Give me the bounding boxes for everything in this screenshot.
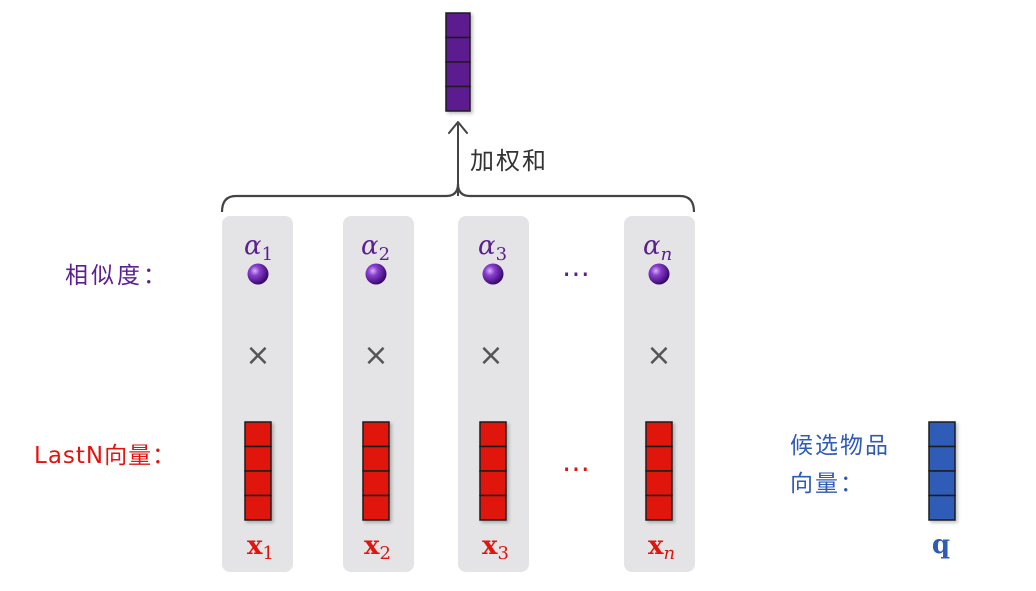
candidate-label-line1: 候选物品 [790, 433, 890, 459]
column-panel-2 [343, 216, 414, 572]
candidate-vector-label: q [932, 530, 950, 560]
lastn-vector-1 [244, 421, 272, 521]
times-icon-2: × [363, 338, 388, 373]
curly-brace [220, 182, 696, 213]
output-vector-cell [445, 36, 471, 63]
times-icon-1: × [245, 338, 270, 373]
similarity-label: 相似度： [65, 263, 169, 289]
column-panel-n [624, 216, 695, 572]
lastn-label: LastN向量： [34, 443, 176, 469]
times-icon-3: × [478, 338, 503, 373]
candidate-vector [928, 421, 956, 521]
lastn-ellipsis: ⋯ [562, 452, 590, 485]
alpha-label-n: αn [643, 231, 672, 265]
x-label-1: x1 [247, 531, 274, 564]
x-label-3: x3 [482, 531, 509, 564]
alpha-label-1: α1 [244, 231, 273, 265]
lastn-vector-2 [362, 421, 390, 521]
similarity-dot-2 [365, 263, 387, 285]
column-panel-3 [458, 216, 529, 572]
similarity-dot-n [648, 263, 670, 285]
alpha-labels: α1 α2 α3 αn [244, 231, 672, 265]
alpha-label-2: α2 [361, 231, 390, 265]
similarity-dots [247, 263, 670, 285]
output-vector-cell [445, 61, 471, 88]
output-vector [445, 12, 471, 112]
output-vector-cell [445, 12, 471, 39]
similarity-dot-3 [482, 263, 504, 285]
output-vector-cell [445, 85, 471, 112]
weighted-sum-label: 加权和 [470, 147, 548, 175]
times-icon-n: × [646, 338, 671, 373]
candidate-label-line2: 向量： [790, 471, 865, 497]
times-symbols: × × × × [245, 338, 671, 373]
x-label-2: x2 [364, 531, 391, 564]
column-panels [222, 216, 695, 572]
lastn-vector-n [645, 421, 673, 521]
similarity-dot-1 [247, 263, 269, 285]
column-panel-1 [222, 216, 293, 572]
similarity-ellipsis: ⋯ [562, 257, 590, 290]
lastn-vector-3 [479, 421, 507, 521]
x-label-n: xn [648, 531, 675, 564]
alpha-label-3: α3 [478, 231, 507, 265]
x-labels: x1 x2 x3 xn [247, 531, 675, 564]
